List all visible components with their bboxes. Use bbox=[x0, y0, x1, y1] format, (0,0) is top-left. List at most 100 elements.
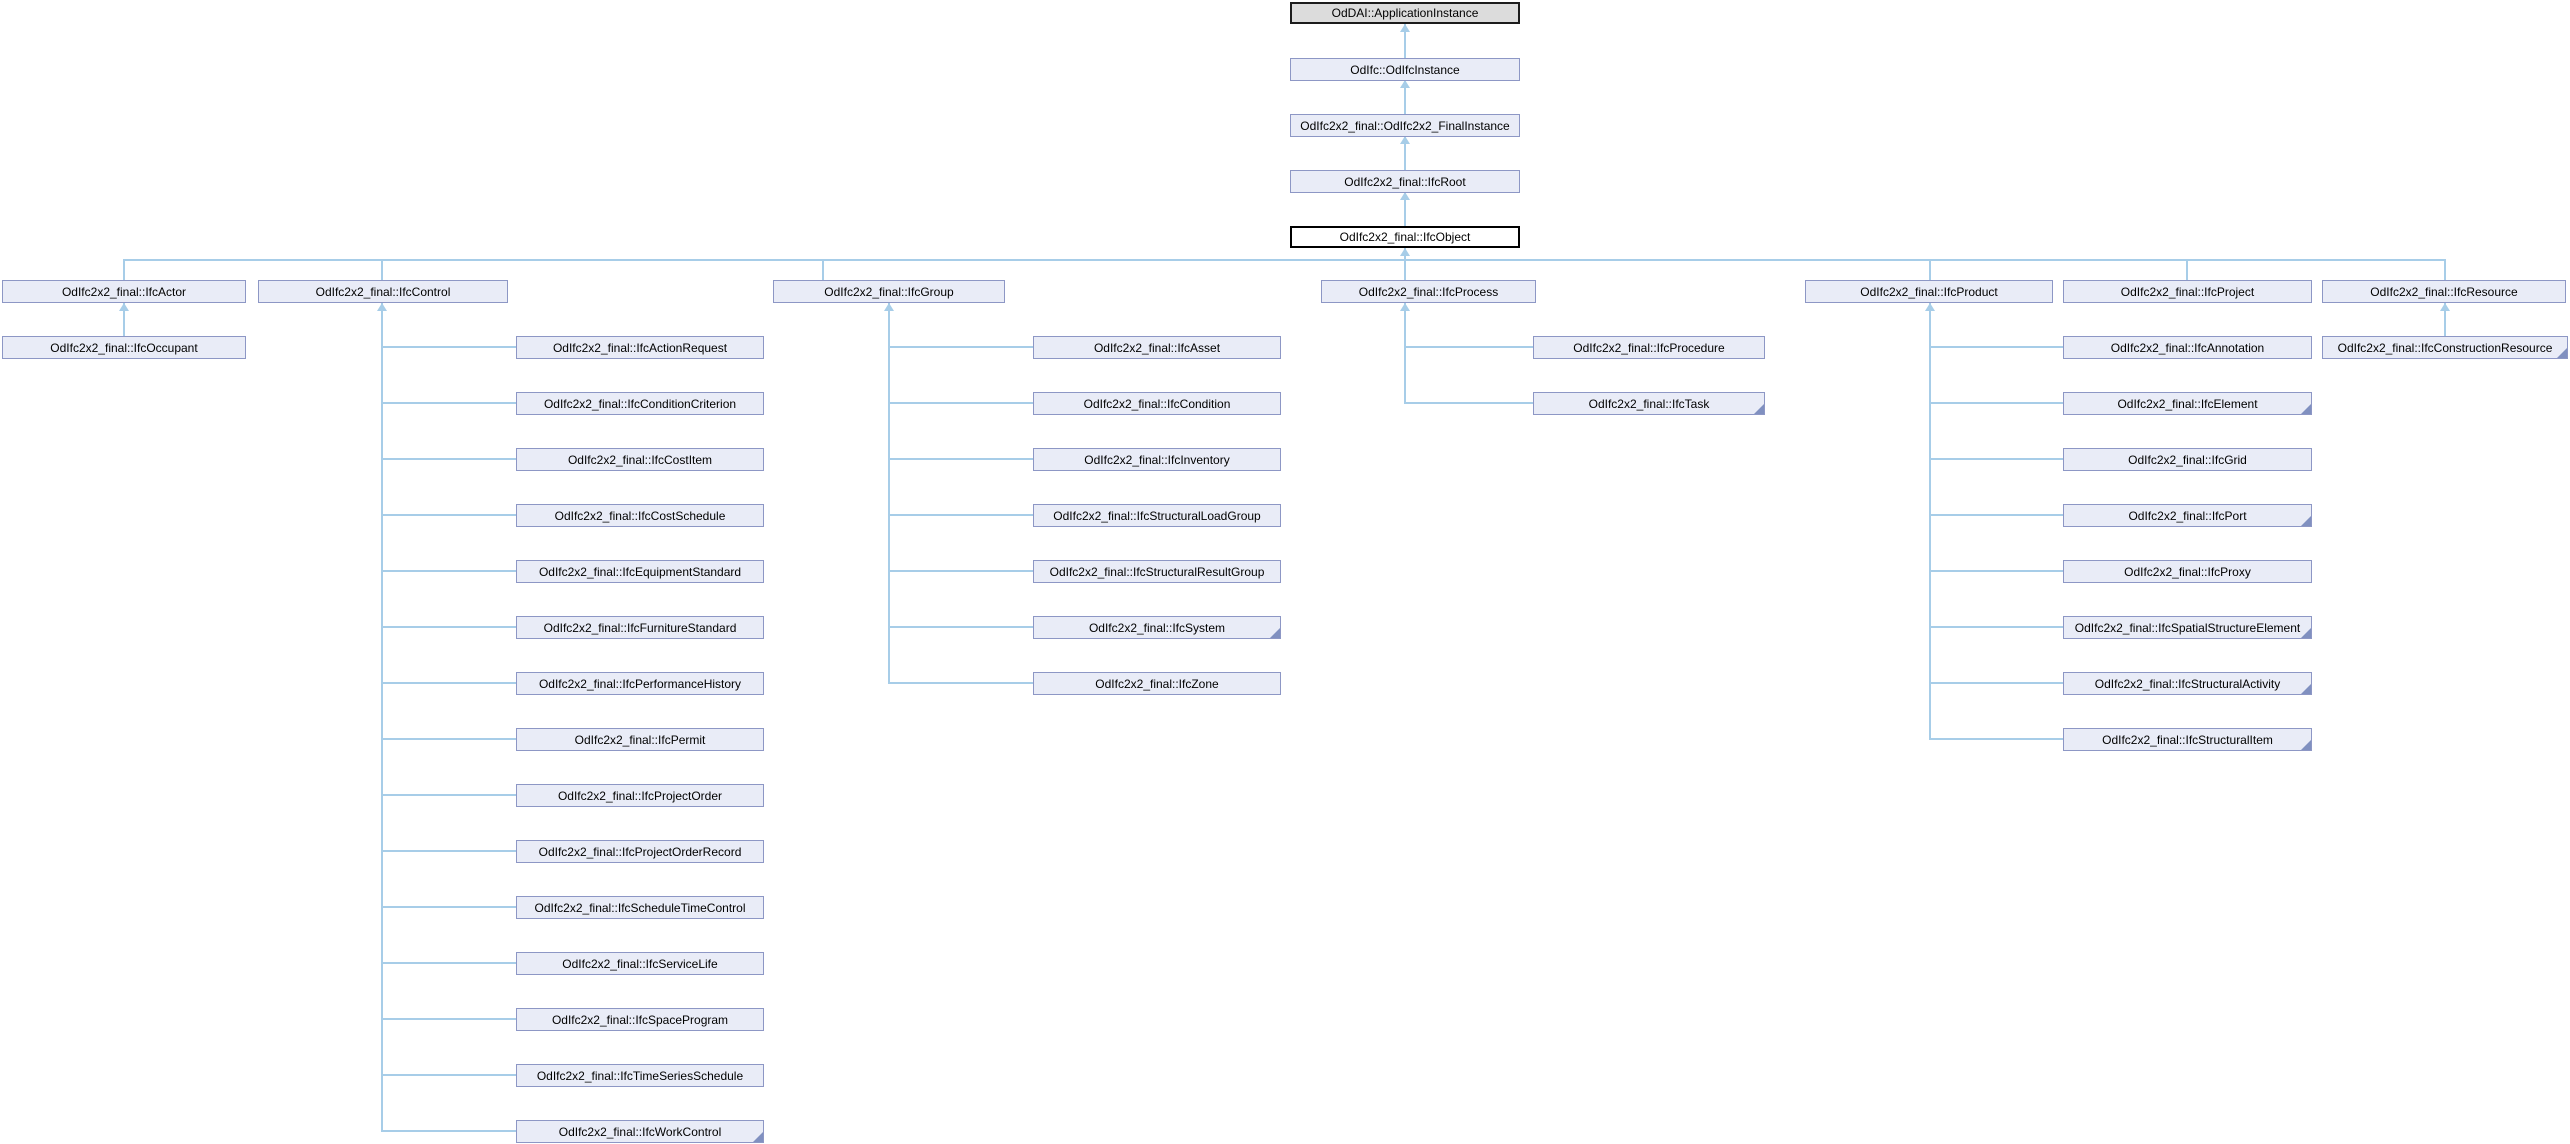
class-label: OdIfc2x2_final::IfcFurnitureStandard bbox=[543, 620, 737, 635]
node-ifcstructuralactivity[interactable]: OdIfc2x2_final::IfcStructuralActivity bbox=[2063, 672, 2312, 695]
node-ifcstructuralloadgroup[interactable]: OdIfc2x2_final::IfcStructuralLoadGroup bbox=[1033, 504, 1281, 527]
class-label: OdIfc2x2_final::IfcCostItem bbox=[567, 452, 713, 467]
has-subclasses-fold-icon bbox=[2557, 348, 2567, 358]
node-ifcspatialstructureelement[interactable]: OdIfc2x2_final::IfcSpatialStructureEleme… bbox=[2063, 616, 2312, 639]
node-ifcsystem[interactable]: OdIfc2x2_final::IfcSystem bbox=[1033, 616, 1281, 639]
edge-product-trunk bbox=[1929, 303, 1931, 740]
edge-branch-system bbox=[888, 626, 1033, 628]
node-ifcperformancehistory[interactable]: OdIfc2x2_final::IfcPerformanceHistory bbox=[516, 672, 764, 695]
node-ifcgrid[interactable]: OdIfc2x2_final::IfcGrid bbox=[2063, 448, 2312, 471]
node-ifccontrol[interactable]: OdIfc2x2_final::IfcControl bbox=[258, 280, 508, 303]
node-ifctimeseriesschedule[interactable]: OdIfc2x2_final::IfcTimeSeriesSchedule bbox=[516, 1064, 764, 1087]
node-ifcproject[interactable]: OdIfc2x2_final::IfcProject bbox=[2063, 280, 2312, 303]
edge-drop-actor bbox=[123, 259, 125, 280]
node-ifcscheduletimecontrol[interactable]: OdIfc2x2_final::IfcScheduleTimeControl bbox=[516, 896, 764, 919]
class-label: OdIfc2x2_final::IfcZone bbox=[1095, 676, 1219, 691]
node-ifcroot[interactable]: OdIfc2x2_final::IfcRoot bbox=[1290, 170, 1520, 193]
edge-branch-equipmentstandard bbox=[381, 570, 516, 572]
edge-branch-asset bbox=[888, 346, 1033, 348]
node-ifccostschedule[interactable]: OdIfc2x2_final::IfcCostSchedule bbox=[516, 504, 764, 527]
class-label: OdIfc2x2_final::IfcTask bbox=[1588, 396, 1710, 411]
class-label: OdIfc2x2_final::IfcControl bbox=[315, 284, 451, 299]
node-ifcpermit[interactable]: OdIfc2x2_final::IfcPermit bbox=[516, 728, 764, 751]
has-subclasses-fold-icon bbox=[2301, 684, 2311, 694]
edge-drop-group bbox=[822, 259, 824, 280]
class-label: OdIfc2x2_final::IfcPort bbox=[2128, 508, 2247, 523]
node-ifcspaceprogram[interactable]: OdIfc2x2_final::IfcSpaceProgram bbox=[516, 1008, 764, 1031]
class-label: OdIfc2x2_final::IfcCostSchedule bbox=[554, 508, 726, 523]
edge-drop-product bbox=[1929, 259, 1931, 280]
node-ifcresource[interactable]: OdIfc2x2_final::IfcResource bbox=[2322, 280, 2566, 303]
edge-odifcinstance-finalinstance bbox=[1404, 80, 1406, 114]
class-label: OdIfc2x2_final::IfcObject bbox=[1339, 230, 1471, 244]
class-label: OdIfc2x2_final::IfcTimeSeriesSchedule bbox=[536, 1068, 744, 1083]
node-ifcprocedure[interactable]: OdIfc2x2_final::IfcProcedure bbox=[1533, 336, 1765, 359]
node-ifcservicelife[interactable]: OdIfc2x2_final::IfcServiceLife bbox=[516, 952, 764, 975]
class-label: OdIfc2x2_final::IfcProject bbox=[2120, 284, 2255, 299]
node-ifccondition[interactable]: OdIfc2x2_final::IfcCondition bbox=[1033, 392, 1281, 415]
class-label: OdIfc2x2_final::IfcProcedure bbox=[1573, 340, 1725, 355]
edge-drop-process bbox=[1404, 259, 1406, 280]
class-label: OdIfc2x2_final::IfcGrid bbox=[2128, 452, 2247, 467]
edge-branch-structuralresultgroup bbox=[888, 570, 1033, 572]
class-label: OdIfc2x2_final::IfcElement bbox=[2117, 396, 2258, 411]
class-label: OdIfc2x2_final::IfcProcess bbox=[1358, 284, 1499, 299]
node-ifcconstructionresource[interactable]: OdIfc2x2_final::IfcConstructionResource bbox=[2322, 336, 2568, 359]
edge-resource-constructionresource bbox=[2444, 303, 2446, 336]
edge-branch-permit bbox=[381, 738, 516, 740]
arrowhead-icon bbox=[884, 303, 894, 311]
class-label: OdIfc2x2_final::IfcRoot bbox=[1344, 174, 1466, 189]
edge-actor-occupant bbox=[123, 303, 125, 336]
edge-drop-resource bbox=[2444, 259, 2446, 280]
has-subclasses-fold-icon bbox=[2301, 740, 2311, 750]
node-ifcconditioncriterion[interactable]: OdIfc2x2_final::IfcConditionCriterion bbox=[516, 392, 764, 415]
node-odifcinstance[interactable]: OdIfc::OdIfcInstance bbox=[1290, 58, 1520, 81]
node-ifcproduct[interactable]: OdIfc2x2_final::IfcProduct bbox=[1805, 280, 2053, 303]
edge-branch-servicelife bbox=[381, 962, 516, 964]
node-ifcelement[interactable]: OdIfc2x2_final::IfcElement bbox=[2063, 392, 2312, 415]
class-label: OdIfc2x2_final::IfcConstructionResource bbox=[2337, 340, 2553, 355]
edge-branch-proxy bbox=[1929, 570, 2063, 572]
node-ifcstructuralresultgroup[interactable]: OdIfc2x2_final::IfcStructuralResultGroup bbox=[1033, 560, 1281, 583]
node-ifcfurniturestandard[interactable]: OdIfc2x2_final::IfcFurnitureStandard bbox=[516, 616, 764, 639]
edge-drop-project bbox=[2186, 259, 2188, 280]
edge-ifcroot-ifcobject bbox=[1404, 192, 1406, 226]
node-ifczone[interactable]: OdIfc2x2_final::IfcZone bbox=[1033, 672, 1281, 695]
node-ifcprocess[interactable]: OdIfc2x2_final::IfcProcess bbox=[1321, 280, 1536, 303]
class-label: OdIfc2x2_final::IfcConditionCriterion bbox=[543, 396, 737, 411]
has-subclasses-fold-icon bbox=[2301, 404, 2311, 414]
node-ifcobject: OdIfc2x2_final::IfcObject bbox=[1290, 226, 1520, 248]
edge-branch-scheduletimecontrol bbox=[381, 906, 516, 908]
node-ifcprojectorderrecord[interactable]: OdIfc2x2_final::IfcProjectOrderRecord bbox=[516, 840, 764, 863]
node-ifcprojectorder[interactable]: OdIfc2x2_final::IfcProjectOrder bbox=[516, 784, 764, 807]
node-ifcoccupant[interactable]: OdIfc2x2_final::IfcOccupant bbox=[2, 336, 246, 359]
node-ifcequipmentstandard[interactable]: OdIfc2x2_final::IfcEquipmentStandard bbox=[516, 560, 764, 583]
edge-branch-port bbox=[1929, 514, 2063, 516]
node-ifctask[interactable]: OdIfc2x2_final::IfcTask bbox=[1533, 392, 1765, 415]
edge-branch-procedure bbox=[1404, 346, 1533, 348]
has-subclasses-fold-icon bbox=[753, 1132, 763, 1142]
node-oddai-applicationinstance[interactable]: OdDAI::ApplicationInstance bbox=[1290, 2, 1520, 24]
node-ifcstructuralitem[interactable]: OdIfc2x2_final::IfcStructuralItem bbox=[2063, 728, 2312, 751]
class-label: OdIfc2x2_final::IfcAsset bbox=[1093, 340, 1221, 355]
node-ifcactionrequest[interactable]: OdIfc2x2_final::IfcActionRequest bbox=[516, 336, 764, 359]
edge-branch-costschedule bbox=[381, 514, 516, 516]
node-ifcinventory[interactable]: OdIfc2x2_final::IfcInventory bbox=[1033, 448, 1281, 471]
node-ifccostitem[interactable]: OdIfc2x2_final::IfcCostItem bbox=[516, 448, 764, 471]
node-ifcproxy[interactable]: OdIfc2x2_final::IfcProxy bbox=[2063, 560, 2312, 583]
arrowhead-icon bbox=[119, 303, 129, 311]
node-ifcannotation[interactable]: OdIfc2x2_final::IfcAnnotation bbox=[2063, 336, 2312, 359]
node-odifc2x2-finalinstance[interactable]: OdIfc2x2_final::OdIfc2x2_FinalInstance bbox=[1290, 114, 1520, 137]
edge-drop-control bbox=[381, 259, 383, 280]
class-label: OdIfc2x2_final::IfcProjectOrderRecord bbox=[538, 844, 742, 859]
node-ifcport[interactable]: OdIfc2x2_final::IfcPort bbox=[2063, 504, 2312, 527]
edge-branch-timeseriesschedule bbox=[381, 1074, 516, 1076]
node-ifcgroup[interactable]: OdIfc2x2_final::IfcGroup bbox=[773, 280, 1005, 303]
edge-branch-conditioncriterion bbox=[381, 402, 516, 404]
node-ifcasset[interactable]: OdIfc2x2_final::IfcAsset bbox=[1033, 336, 1281, 359]
edge-appinstance-odifcinstance bbox=[1404, 24, 1406, 58]
class-label: OdIfc2x2_final::IfcPermit bbox=[574, 732, 706, 747]
node-ifcactor[interactable]: OdIfc2x2_final::IfcActor bbox=[2, 280, 246, 303]
edge-branch-structuralloadgroup bbox=[888, 514, 1033, 516]
node-ifcworkcontrol[interactable]: OdIfc2x2_final::IfcWorkControl bbox=[516, 1120, 764, 1143]
